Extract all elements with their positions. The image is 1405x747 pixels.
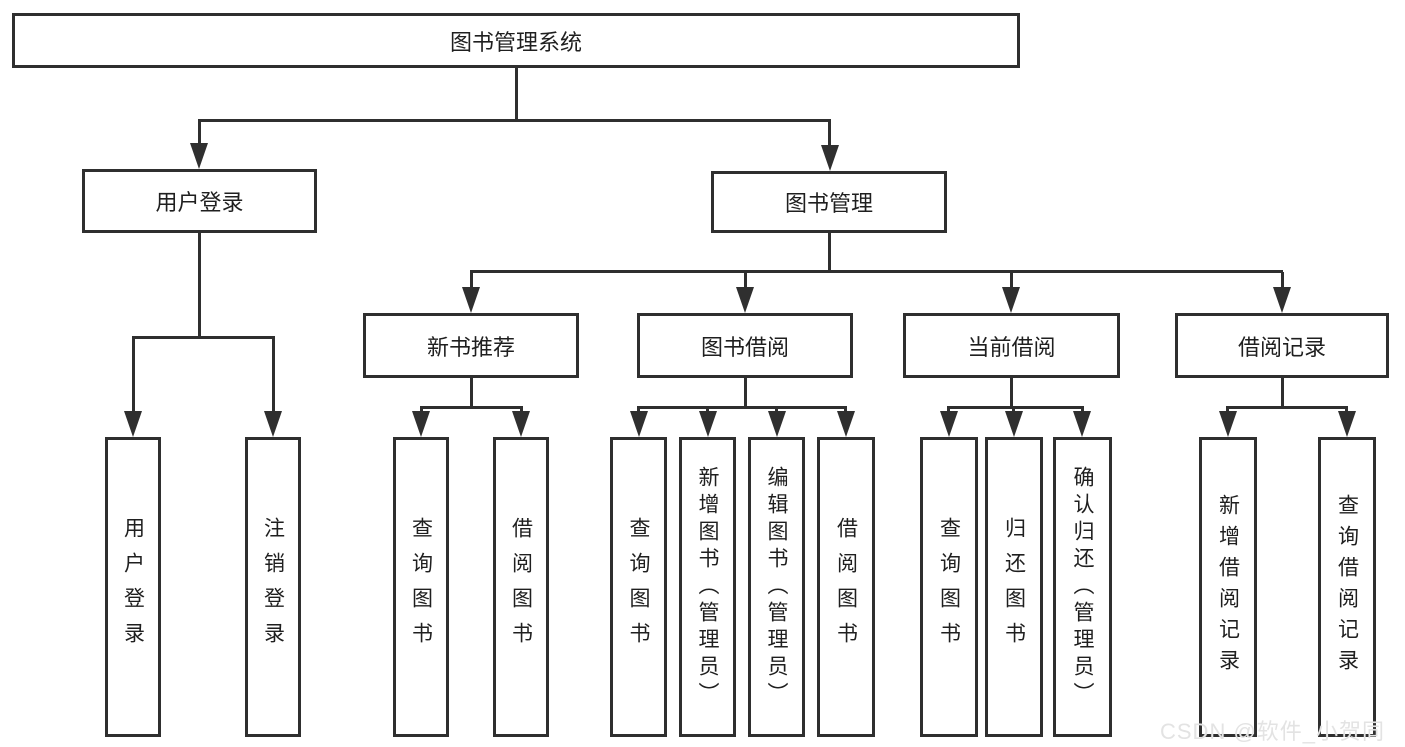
node-book-borrowing: 图书借阅 [637,313,853,378]
arrow-down-icon [630,411,648,437]
node-library-system: 图书管理系统 [12,13,1020,68]
connector-vline [515,68,518,121]
connector-vline [1010,272,1013,289]
arrow-down-icon [190,143,208,169]
leaf-confirm-return-admin: 确认归还（管理员） [1053,437,1112,737]
arrow-down-icon [462,287,480,313]
arrow-down-icon [699,411,717,437]
arrow-down-icon [412,411,430,437]
leaf-borrow-books-recommend: 借阅图书 [493,437,549,737]
connector-vline [198,121,201,145]
arrow-down-icon [1338,411,1356,437]
connector-vline [1010,378,1013,408]
arrow-down-icon [512,411,530,437]
connector-vline [1281,272,1284,289]
arrow-down-icon [1005,411,1023,437]
leaf-add-borrow-record: 新增借阅记录 [1199,437,1257,737]
connector-hline [1226,406,1348,409]
connector-hline [198,119,831,122]
node-user-login: 用户登录 [82,169,317,233]
leaf-logout-login: 注销登录 [245,437,301,737]
leaf-query-borrow-record: 查询借阅记录 [1318,437,1376,737]
arrow-down-icon [821,145,839,171]
arrow-down-icon [768,411,786,437]
connector-vline [470,378,473,408]
node-borrowing-records: 借阅记录 [1175,313,1389,378]
leaf-user-login: 用户登录 [105,437,161,737]
arrow-down-icon [736,287,754,313]
connector-vline [470,272,473,289]
leaf-borrow-books-borrowing: 借阅图书 [817,437,875,737]
connector-vline [828,233,831,273]
leaf-query-books-borrowing: 查询图书 [610,437,667,737]
arrow-down-icon [124,411,142,437]
arrow-down-icon [837,411,855,437]
connector-vline [198,233,201,338]
connector-hline [947,406,1084,409]
connector-hline [132,336,275,339]
connector-vline [744,272,747,289]
leaf-return-books: 归还图书 [985,437,1043,737]
leaf-query-books-current: 查询图书 [920,437,978,737]
node-book-management: 图书管理 [711,171,947,233]
arrow-down-icon [1002,287,1020,313]
csdn-watermark: CSDN @软件_小贺同学 [1160,719,1386,744]
node-current-borrowing: 当前借阅 [903,313,1120,378]
leaf-query-books-recommend: 查询图书 [393,437,449,737]
connector-hline [470,270,1283,273]
arrow-down-icon [1073,411,1091,437]
connector-hline [637,406,847,409]
connector-vline [1281,378,1284,408]
connector-vline [272,338,275,414]
arrow-down-icon [940,411,958,437]
arrow-down-icon [1273,287,1291,313]
arrow-down-icon [1219,411,1237,437]
arrow-down-icon [264,411,282,437]
connector-vline [132,338,135,414]
leaf-edit-book-admin: 编辑图书（管理员） [748,437,805,737]
node-new-book-recommend: 新书推荐 [363,313,579,378]
connector-hline [420,406,523,409]
connector-vline [828,121,831,147]
connector-vline [744,378,747,408]
leaf-add-book-admin: 新增图书（管理员） [679,437,736,737]
